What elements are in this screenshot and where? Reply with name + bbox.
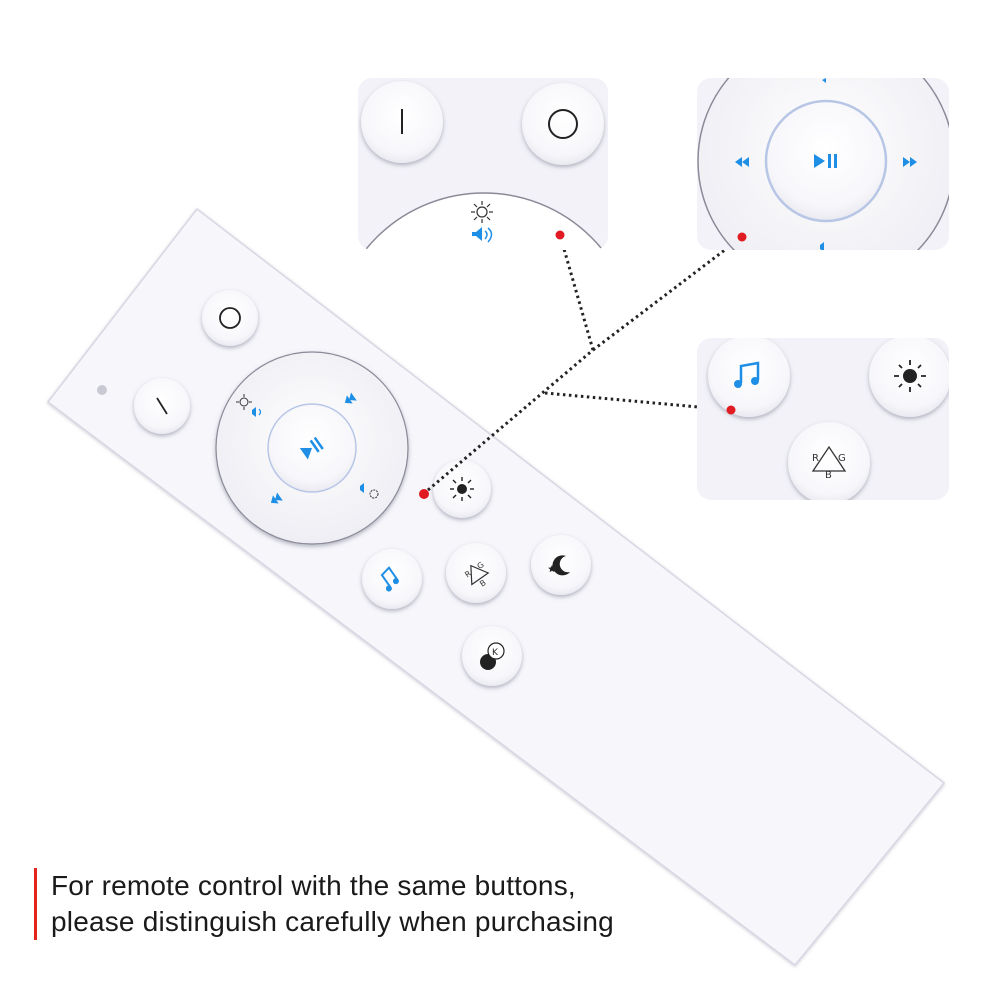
inset-play-pause-icon	[814, 154, 837, 168]
inset-top-hint-icon	[822, 78, 826, 83]
previous-icon	[270, 492, 283, 504]
inset-power-on-button	[522, 83, 604, 165]
svg-text:K: K	[492, 648, 499, 658]
svg-text:R: R	[463, 569, 473, 580]
inset-marker	[555, 230, 565, 240]
music-note-icon	[380, 566, 399, 592]
inset-ring-arc	[358, 192, 608, 250]
inset-brightness-button	[869, 338, 949, 417]
music-button[interactable]	[362, 549, 422, 609]
night-mode-icon	[548, 555, 570, 576]
inset-forward-icon	[903, 157, 917, 167]
indicator-led	[97, 385, 107, 395]
rgb-cycle-icon: R G B	[463, 560, 490, 589]
power-off-icon	[156, 397, 168, 415]
inset-music-button	[708, 338, 790, 417]
callout-lines	[427, 234, 743, 492]
inset-brightness-icon	[471, 201, 493, 223]
inset-volume-icon	[472, 227, 493, 243]
brightness-volume-down-icon	[360, 483, 379, 499]
remote-control: R G B K	[46, 207, 946, 967]
power-on-icon	[219, 307, 241, 329]
sun-icon	[450, 477, 474, 501]
inset-volume-hint-icon	[820, 242, 824, 250]
play-pause-button[interactable]	[267, 403, 357, 493]
power-off-button[interactable]	[134, 378, 190, 434]
inset-play-pause-button	[764, 99, 888, 223]
inset-rgb-cycle-icon: R G B	[811, 445, 847, 481]
notice-line-1: For remote control with the same buttons…	[51, 870, 576, 901]
svg-text:G: G	[838, 453, 846, 464]
color-temperature-icon: K	[480, 642, 505, 670]
purchase-notice: For remote control with the same buttons…	[34, 868, 614, 940]
inset-power-buttons	[358, 78, 608, 250]
inset-playback-ring	[697, 78, 949, 250]
color-temperature-button[interactable]: K	[462, 626, 522, 686]
inset-function-buttons: R G B	[697, 338, 949, 500]
inset-rgb-button: R G B	[788, 422, 870, 500]
inset-power-off-button	[361, 81, 443, 163]
next-icon	[344, 392, 357, 404]
night-mode-button[interactable]	[531, 535, 591, 595]
inset-rewind-icon	[735, 157, 749, 167]
power-on-button[interactable]	[202, 290, 258, 346]
svg-text:B: B	[478, 578, 488, 589]
navigation-ring[interactable]	[215, 351, 409, 545]
callout-marker	[419, 489, 429, 499]
inset-music-note-icon	[734, 361, 760, 388]
notice-line-2: please distinguish carefully when purcha…	[51, 906, 614, 937]
svg-text:B: B	[825, 470, 832, 481]
svg-text:G: G	[476, 560, 486, 571]
rgb-button[interactable]: R G B	[446, 543, 506, 603]
brightness-volume-up-icon	[236, 394, 262, 417]
inset-marker	[737, 232, 747, 242]
play-pause-icon	[299, 436, 324, 460]
brightness-button[interactable]	[433, 460, 491, 518]
inset-power-on-icon	[548, 109, 578, 139]
inset-sun-icon	[894, 360, 926, 392]
inset-marker	[726, 405, 736, 415]
svg-text:R: R	[812, 453, 819, 464]
